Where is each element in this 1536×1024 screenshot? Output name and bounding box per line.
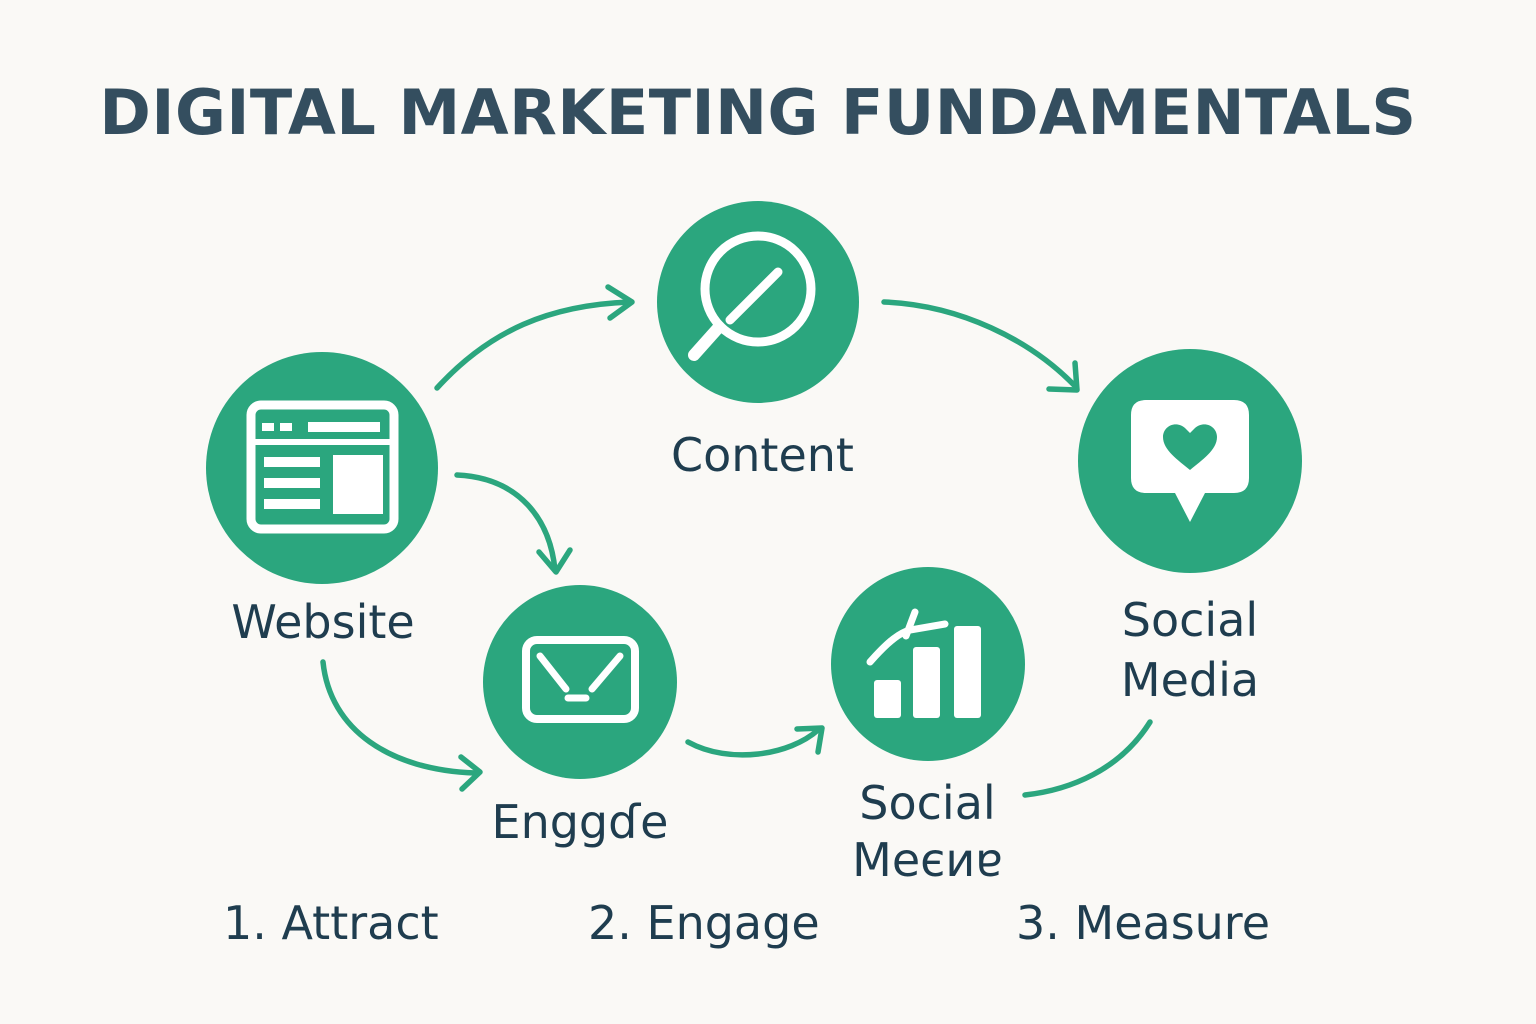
arrow-website-to-content xyxy=(434,299,633,391)
website-node xyxy=(206,352,438,584)
arrowhead-website-to-content xyxy=(605,284,635,321)
arrow-social-to-measure xyxy=(1022,719,1153,798)
social-media-node xyxy=(1078,349,1302,573)
envelope-icon xyxy=(522,636,639,723)
content-node xyxy=(657,201,859,403)
step-measure: 3. Measure xyxy=(1016,896,1271,950)
arrowhead-engage-to-measure xyxy=(794,725,825,755)
arrowhead-website-to-engage xyxy=(536,547,573,575)
step-attract: 1. Attract xyxy=(223,896,439,950)
heart-speech-bubble-icon xyxy=(1131,400,1249,522)
bar-chart-growth-icon xyxy=(866,608,981,718)
measure-label-line1: Social xyxy=(859,776,996,830)
arrow-website-to-engage xyxy=(454,472,558,573)
engage-node-label: Enggɗe xyxy=(491,795,669,849)
social-media-label-line1: Social xyxy=(1121,593,1259,647)
step-engage: 2. Engage xyxy=(588,896,820,950)
social-media-label-line2: Media xyxy=(1120,653,1260,707)
arrow-website-to-engage-lower xyxy=(320,659,478,776)
arrow-content-to-social xyxy=(881,299,1077,388)
page-title: DIGITAL MARKETING FUNDAMENTALS xyxy=(99,76,1417,149)
arrowhead-content-to-social xyxy=(1046,360,1080,393)
measure-node xyxy=(831,567,1025,761)
engage-node xyxy=(483,585,677,779)
measure-label-line2: Meєиɐ xyxy=(852,833,1003,887)
website-label: Website xyxy=(231,595,415,649)
arrowhead-website-to-engage-lower xyxy=(458,754,483,792)
content-label: Content xyxy=(671,428,854,482)
magnifier-icon xyxy=(688,231,816,361)
browser-window-icon xyxy=(246,400,399,534)
flow-arrows xyxy=(320,284,1153,798)
arrow-engage-to-measure xyxy=(685,727,821,758)
